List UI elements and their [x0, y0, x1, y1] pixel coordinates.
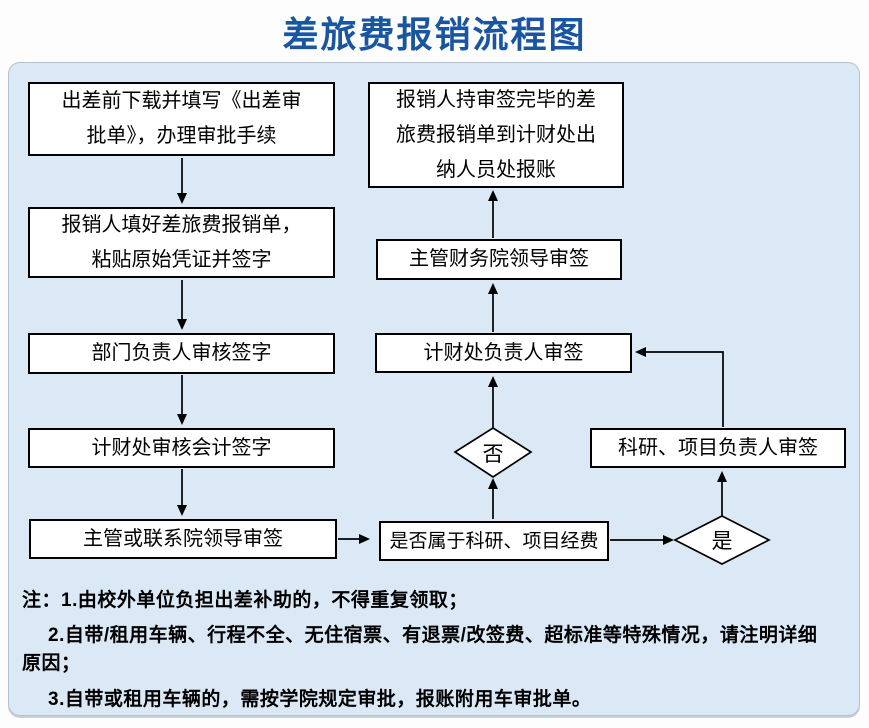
node-supervising-dean-sign: 主管或联系院领导审签 — [29, 519, 337, 559]
node-is-research-project-funds: 是否属于科研、项目经费 — [379, 521, 609, 561]
decision-no-label: 否 — [482, 443, 504, 466]
node-finance-head-sign: 计财处负责人审签 — [375, 333, 632, 373]
note-line-1: 注：1.由校外单位负担出差补助的，不得重复领取； — [22, 590, 468, 611]
node-dept-head-review-sign: 部门负责人审核签字 — [28, 333, 335, 374]
node-research-project-leader-sign: 科研、项目负责人审签 — [590, 428, 846, 468]
decision-yes-label: 是 — [711, 530, 733, 553]
node-finance-dean-sign: 主管财务院领导审签 — [376, 239, 622, 280]
node-fill-reimbursement-form: 报销人填好差旅费报销单， 粘贴原始凭证并签字 — [28, 207, 335, 278]
page-title: 差旅费报销流程图 — [282, 14, 587, 56]
node-cashier-settlement: 报销人持审签完毕的差 旅费报销单到计财处出 纳人员处报账 — [368, 82, 624, 188]
note-line-2: 2.自带/租用车辆、行程不全、无住宿票、有退票/改签费、超标准等特殊情况，请注明… — [48, 625, 818, 646]
node-finance-accountant-review-sign: 计财处审核会计签字 — [28, 428, 335, 468]
note-line-3: 3.自带或租用车辆的，需按学院规定审批，报账附用车审批单。 — [48, 689, 592, 710]
note-line-2-continued: 原因； — [22, 653, 81, 674]
node-download-approval-form: 出差前下载并填写《出差审 批单》，办理审批手续 — [28, 82, 335, 156]
